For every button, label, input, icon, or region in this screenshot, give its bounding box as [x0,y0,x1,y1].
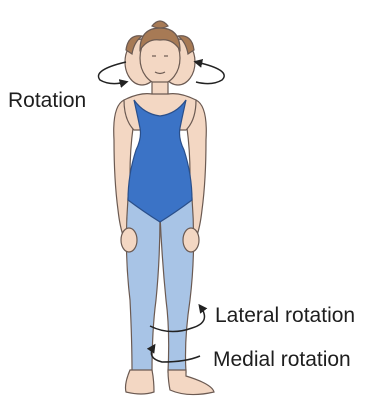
medial-rotation-label: Medial rotation [213,349,351,370]
right-hand [183,228,199,252]
lateral-rotation-label: Lateral rotation [215,305,355,326]
feet [126,370,215,395]
arrow-left-curve [98,62,126,84]
head-group [125,21,195,96]
right-leg [160,198,194,372]
right-foot [168,370,214,395]
left-foot [126,370,155,394]
legs [126,198,193,372]
rotation-label: Rotation [8,90,86,111]
left-hand [121,228,137,252]
hair-bun [152,21,168,28]
left-leg [126,198,160,372]
arrow-right-curve [196,62,224,84]
swimsuit [128,100,192,222]
